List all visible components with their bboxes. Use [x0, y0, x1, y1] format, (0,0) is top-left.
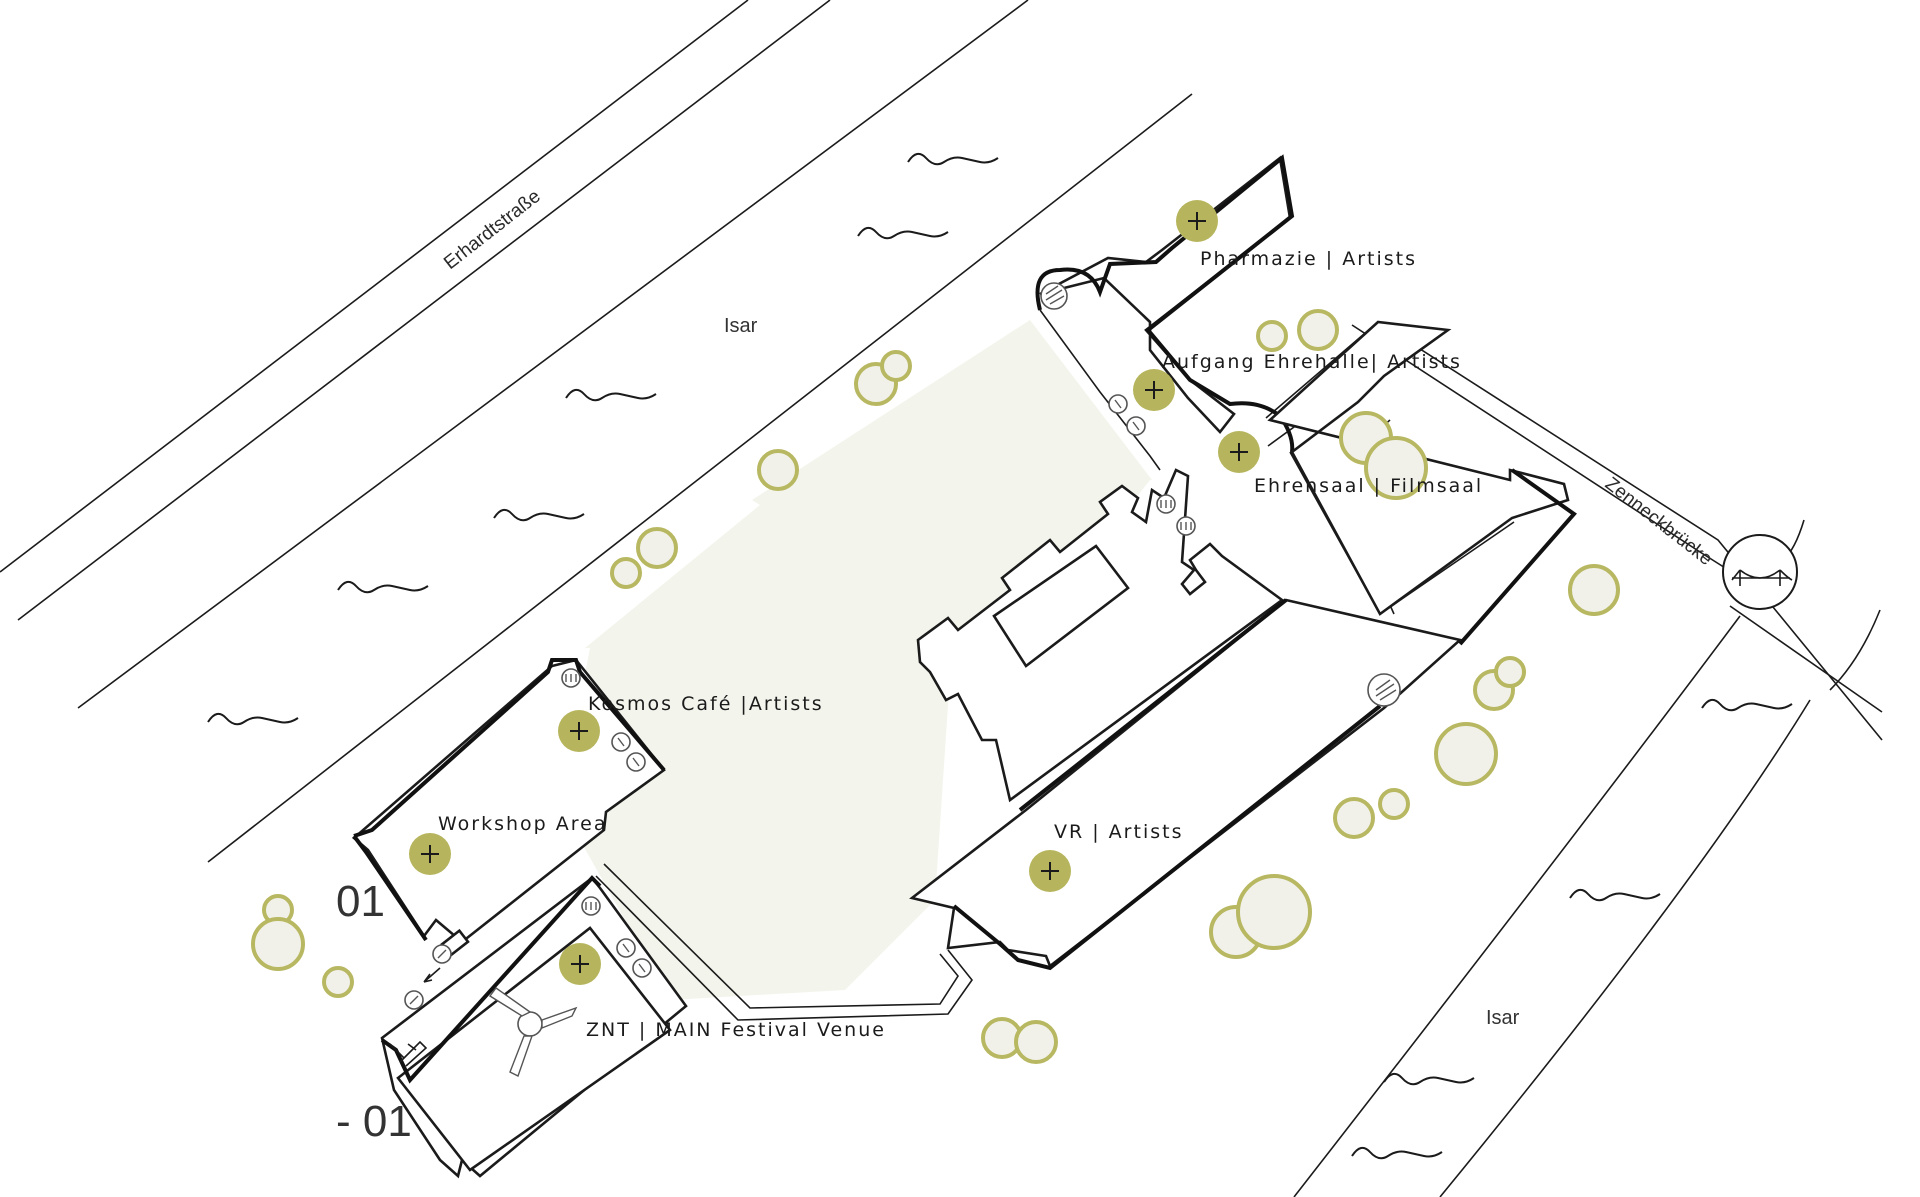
- floor-upper-label: 01: [336, 877, 385, 926]
- restroom-icon[interactable]: [1176, 516, 1196, 536]
- floor-lower-label: - 01: [336, 1097, 412, 1146]
- accessibility-icon[interactable]: [1126, 416, 1146, 436]
- bridge-icon[interactable]: [1722, 534, 1798, 610]
- accessibility-icon[interactable]: [616, 938, 636, 958]
- fan-icon: [488, 987, 578, 1077]
- accessibility-icon[interactable]: [1108, 394, 1128, 414]
- elevator-icon[interactable]: [432, 944, 452, 964]
- plus-icon[interactable]: [1218, 431, 1260, 473]
- stair-icon[interactable]: [1040, 282, 1068, 310]
- trees: [251, 309, 1620, 1064]
- venue-ehrensaal-label[interactable]: Ehrensaal | Filmsaal: [1254, 475, 1483, 497]
- courtyard-area: [580, 320, 1152, 1000]
- restroom-icon[interactable]: [581, 896, 601, 916]
- venue-znt-main-label[interactable]: ZNT | MAIN Festival Venue: [586, 1019, 886, 1041]
- isar-riverbank-north: [77, 0, 1193, 863]
- isar-south-label: Isar: [1486, 1007, 1520, 1029]
- restroom-icon[interactable]: [561, 668, 581, 688]
- elevator-icon[interactable]: [404, 990, 424, 1010]
- plus-icon[interactable]: [559, 943, 601, 985]
- plus-icon[interactable]: [1029, 850, 1071, 892]
- water-waves: [207, 152, 1793, 1160]
- isar-riverbank-south: [1293, 519, 1881, 1197]
- central-building: [916, 468, 1285, 803]
- erhardtstrasse-street: [0, 0, 831, 621]
- venue-kosmos-cafe-label[interactable]: Kosmos Café |Artists: [588, 693, 824, 715]
- venue-pharmazie-label[interactable]: Pharmazie | Artists: [1200, 248, 1417, 270]
- accessibility-icon[interactable]: [632, 958, 652, 978]
- zenneckbruecke-label: Zenneckbrücke: [1601, 473, 1716, 570]
- plus-icon[interactable]: [1133, 369, 1175, 411]
- restroom-icon[interactable]: [1156, 494, 1176, 514]
- isar-north-label: Isar: [724, 315, 758, 337]
- plus-icon[interactable]: [558, 710, 600, 752]
- central-inner-court: [992, 544, 1130, 668]
- venue-workshop-area-label[interactable]: Workshop Area: [438, 813, 608, 835]
- direction-arrow: [423, 967, 441, 983]
- plus-icon[interactable]: [1176, 200, 1218, 242]
- venue-vr-label[interactable]: VR | Artists: [1054, 821, 1183, 843]
- accessibility-icon[interactable]: [626, 752, 646, 772]
- stair-icon[interactable]: [1367, 673, 1401, 707]
- venue-aufgang-ehrehalle-label[interactable]: Aufgang Ehrehalle| Artists: [1162, 351, 1462, 373]
- plus-icon[interactable]: [409, 833, 451, 875]
- accessibility-icon[interactable]: [611, 732, 631, 752]
